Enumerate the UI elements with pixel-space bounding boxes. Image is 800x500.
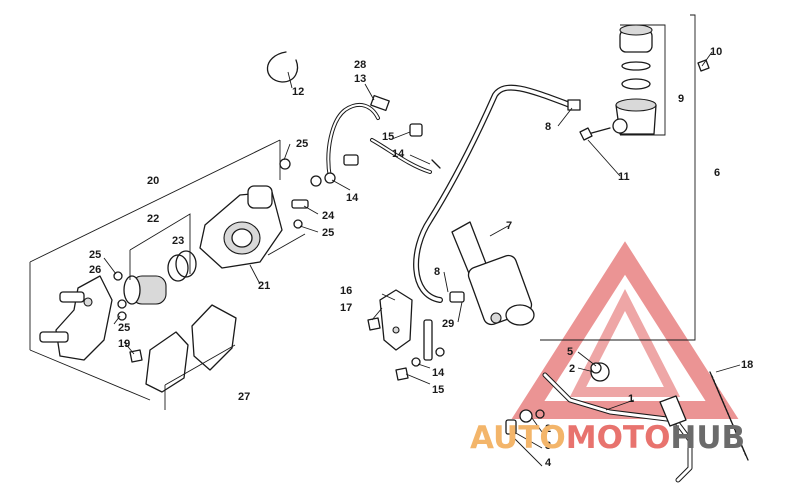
watermark-hub: HUB bbox=[670, 420, 745, 456]
watermark-moto: MOTO bbox=[566, 420, 671, 456]
callout-2-upper: 2 bbox=[569, 363, 575, 375]
callout-14-mid: 14 bbox=[346, 192, 359, 204]
hardware-pieces bbox=[113, 123, 602, 435]
callout-14-lower: 14 bbox=[432, 367, 445, 379]
caliper-housing bbox=[199, 185, 283, 269]
watermark-wordmark: AUTOMOTOHUB bbox=[470, 420, 745, 456]
piston-and-seals bbox=[123, 250, 197, 305]
callout-9: 9 bbox=[678, 93, 684, 105]
return-spring bbox=[709, 371, 749, 461]
callout-13: 13 bbox=[354, 73, 366, 85]
callout-6: 6 bbox=[714, 167, 720, 179]
callout-25-left: 25 bbox=[89, 249, 101, 261]
callout-27: 27 bbox=[238, 391, 250, 403]
callout-7: 7 bbox=[506, 220, 512, 232]
callout-8-lower: 8 bbox=[434, 266, 440, 278]
callout-8-upper: 8 bbox=[545, 121, 551, 133]
bolt-and-nut bbox=[579, 59, 710, 141]
callout-10: 10 bbox=[710, 46, 722, 58]
brake-line-left bbox=[326, 94, 432, 180]
callout-29: 29 bbox=[442, 318, 454, 330]
callout-15-lower: 15 bbox=[432, 384, 444, 396]
callout-2-lower: 2 bbox=[545, 423, 551, 435]
callout-17: 17 bbox=[340, 302, 352, 314]
callout-14-upper: 14 bbox=[392, 148, 405, 160]
caliper-bracket bbox=[39, 275, 113, 361]
callout-12: 12 bbox=[292, 86, 304, 98]
svg-text:AUTOMOTOHUB: AUTOMOTOHUB bbox=[470, 420, 745, 456]
group-brackets bbox=[29, 14, 696, 410]
watermark-logo bbox=[511, 241, 739, 419]
callout-4: 4 bbox=[545, 457, 552, 469]
callout-labels: 1 2 2 3 4 5 6 7 8 8 9 10 11 12 13 14 14 … bbox=[89, 46, 753, 469]
leader-lines bbox=[103, 51, 741, 467]
callout-25-top: 25 bbox=[296, 138, 308, 150]
callout-19: 19 bbox=[118, 338, 130, 350]
callout-22: 22 bbox=[147, 213, 159, 225]
master-cylinder bbox=[451, 221, 535, 326]
callout-15-upper: 15 bbox=[382, 131, 394, 143]
callout-23: 23 bbox=[172, 235, 184, 247]
callout-1: 1 bbox=[628, 393, 634, 405]
brake-pedal bbox=[542, 362, 693, 483]
callout-25-right: 25 bbox=[322, 227, 334, 239]
callout-16: 16 bbox=[340, 285, 352, 297]
watermark-auto: AUTO bbox=[470, 420, 566, 456]
callout-5: 5 bbox=[567, 346, 573, 358]
callout-3: 3 bbox=[545, 440, 551, 452]
callout-11: 11 bbox=[618, 171, 630, 183]
callout-25-bottom: 25 bbox=[118, 322, 130, 334]
callout-28: 28 bbox=[354, 59, 366, 71]
reservoir-stack bbox=[612, 24, 657, 135]
callout-21: 21 bbox=[258, 280, 270, 292]
callout-24: 24 bbox=[322, 210, 335, 222]
brake-hose-long bbox=[413, 84, 581, 303]
callout-20: 20 bbox=[147, 175, 159, 187]
snap-ring-part bbox=[266, 51, 299, 83]
callout-18: 18 bbox=[741, 359, 753, 371]
brake-pads bbox=[145, 304, 237, 393]
callout-26: 26 bbox=[89, 264, 101, 276]
